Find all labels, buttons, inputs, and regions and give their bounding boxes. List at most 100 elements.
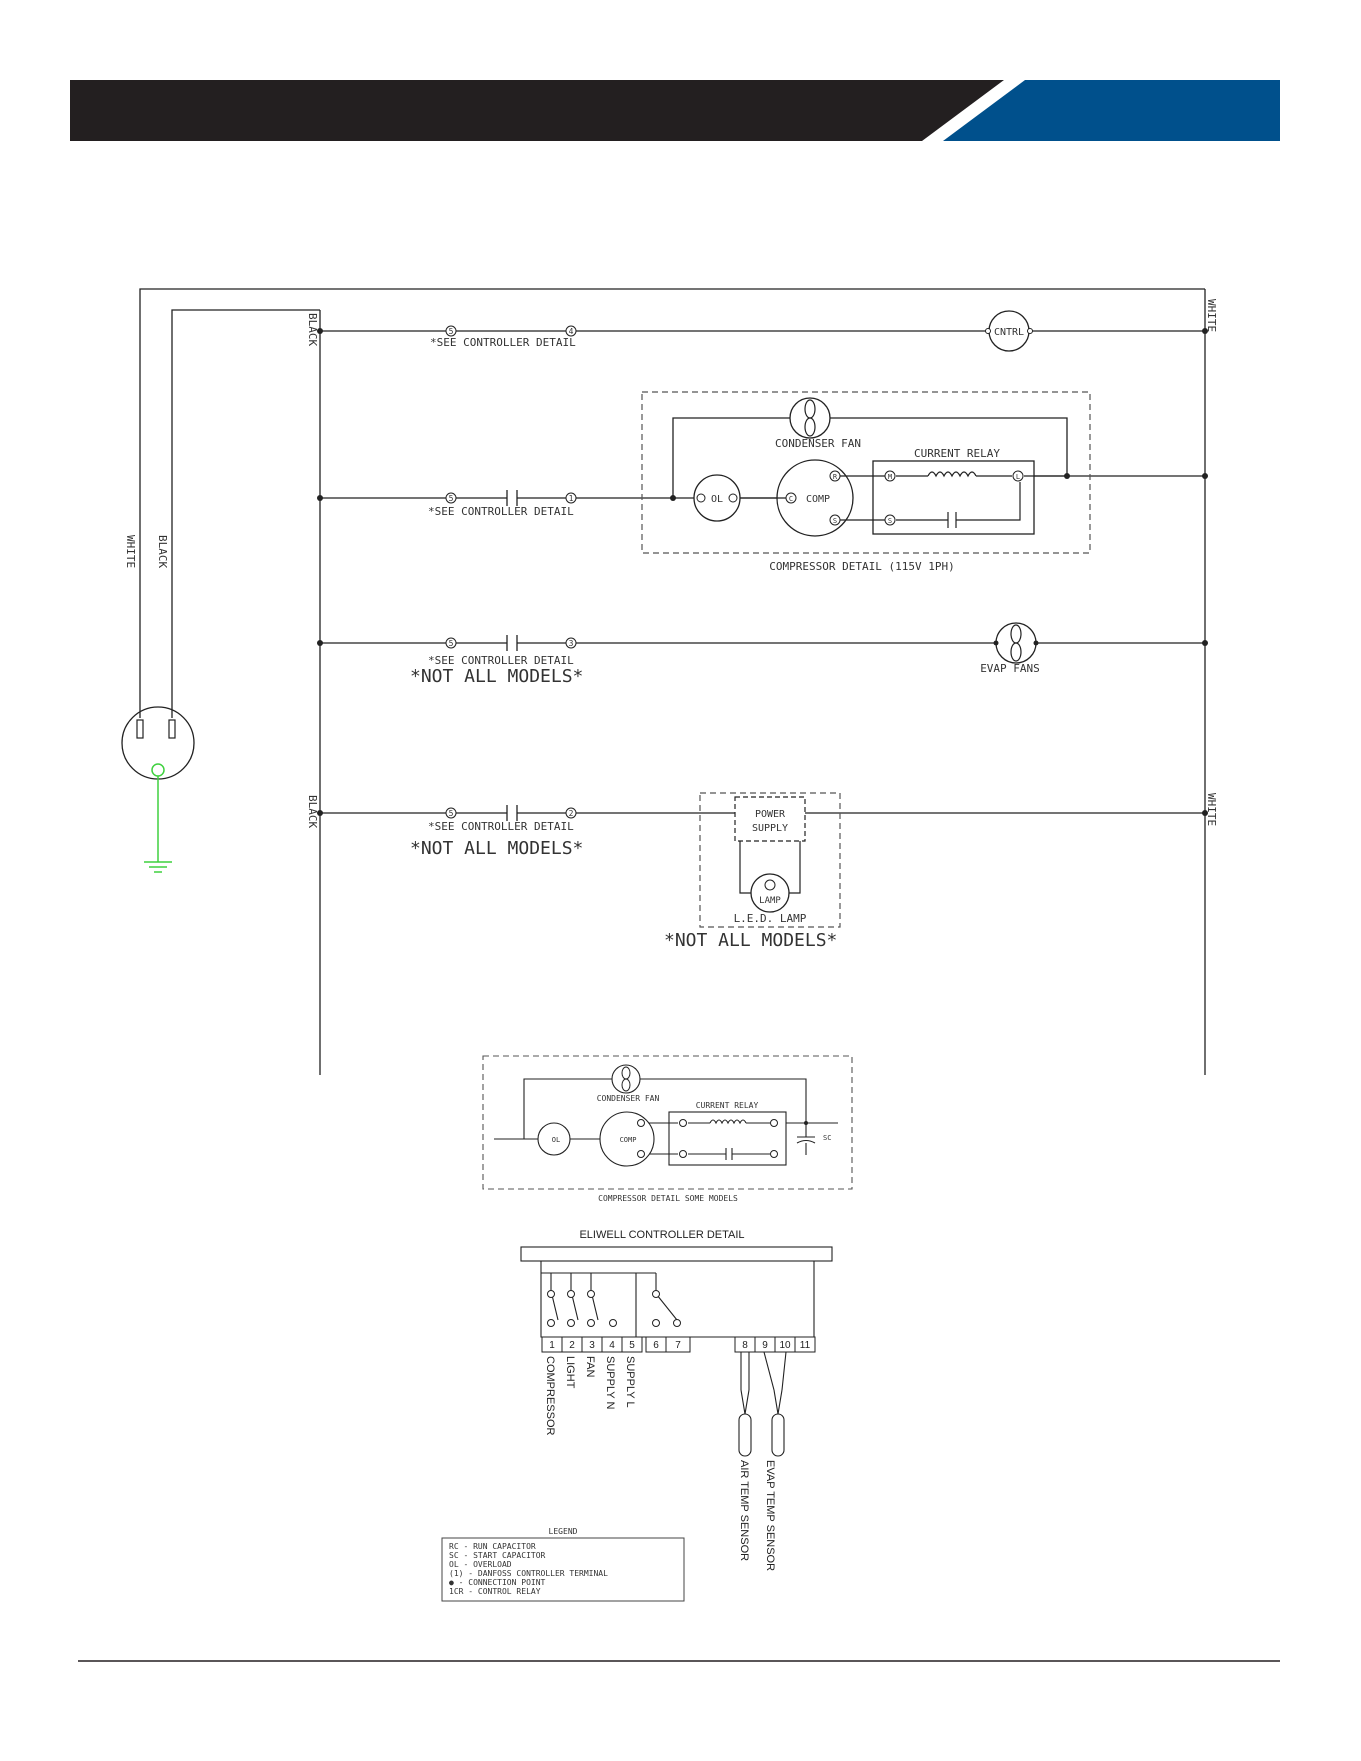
plug-blade-left <box>136 719 144 739</box>
see-detail-r4: *SEE CONTROLLER DETAIL <box>428 820 574 833</box>
svg-text:R: R <box>833 473 838 481</box>
relay-coil <box>927 471 977 478</box>
svg-text:M: M <box>888 473 892 481</box>
legend-item-rc: RC - RUN CAPACITOR <box>449 1542 536 1551</box>
terminal-markers: 5 4 5 1 5 3 5 2 <box>445 325 577 819</box>
terminal-strip-left <box>541 1336 691 1353</box>
lamp-label: LAMP <box>759 896 781 906</box>
label-compressor: COMPRESSOR <box>544 1356 556 1436</box>
compressor-dashed-box <box>641 391 1091 554</box>
controller-detail: ELIWELL CONTROLLER DETAIL <box>520 1229 833 1571</box>
condenser-fan-icon <box>789 397 831 439</box>
black-label-bottom: BLACK <box>306 795 319 828</box>
terminal-2: 2 <box>569 1340 575 1351</box>
alt-current-relay-label: CURRENT RELAY <box>696 1101 759 1110</box>
svg-text:5: 5 <box>449 809 454 818</box>
svg-text:5: 5 <box>449 639 454 648</box>
contact-r4 <box>506 805 518 821</box>
svg-text:2: 2 <box>569 809 574 818</box>
led-dashed-box <box>699 792 841 928</box>
white-label-cord: WHITE <box>124 535 137 568</box>
overload-icon: OL <box>693 474 741 522</box>
svg-text:S: S <box>833 517 837 525</box>
see-detail-r2: *SEE CONTROLLER DETAIL <box>428 505 574 518</box>
current-relay-label: CURRENT RELAY <box>914 447 1000 460</box>
svg-text:4: 4 <box>569 327 574 336</box>
power-supply-label-2: SUPPLY <box>752 823 788 834</box>
svg-text:C: C <box>789 495 793 503</box>
contact-symbols <box>506 490 518 821</box>
legend-item-connection: ● - CONNECTION POINT <box>449 1578 546 1587</box>
header-blue-band <box>943 80 1280 141</box>
plug-outline <box>121 706 195 780</box>
junction-dots <box>317 328 1208 816</box>
terminal-r1-b: 4 <box>565 325 577 337</box>
see-detail-r3: *SEE CONTROLLER DETAIL <box>428 654 574 667</box>
white-cord-wire <box>139 288 1205 718</box>
evap-temp-sensor-icon <box>771 1413 785 1457</box>
compressor-detail: CONDENSER FAN OL C R S COMP CURRENT RELA… <box>641 391 1091 573</box>
svg-text:L: L <box>1016 473 1020 481</box>
plug-blade-right <box>168 719 176 739</box>
not-all-models-r3: *NOT ALL MODELS* <box>410 666 583 687</box>
compressor-detail-caption: COMPRESSOR DETAIL (115V 1PH) <box>769 560 954 573</box>
legend-title: LEGEND <box>549 1527 578 1536</box>
alt-sc-label: SC <box>823 1134 831 1142</box>
evap-fans-icon <box>993 622 1039 664</box>
terminal-4: 4 <box>609 1340 615 1351</box>
cond-fan-wire-right <box>830 417 1068 476</box>
condenser-fan-label: CONDENSER FAN <box>775 437 861 450</box>
black-label-cord: BLACK <box>156 535 169 568</box>
alt-ol-label: OL <box>552 1136 560 1144</box>
svg-text:5: 5 <box>449 327 454 336</box>
header-banner <box>70 80 1280 141</box>
terminal-11: 11 <box>800 1340 811 1351</box>
terminal-8: 8 <box>742 1340 748 1351</box>
air-temp-sensor-icon <box>738 1413 752 1457</box>
cntrl-label: CNTRL <box>994 327 1024 338</box>
terminal-r1-a: 5 <box>445 325 457 337</box>
current-relay-box <box>872 460 1035 535</box>
wire-labels: BLACK WHITE WHITE BLACK BLACK WHITE <box>124 299 1218 828</box>
evap-temp-sensor-label: EVAP TEMP SENSOR <box>764 1460 776 1571</box>
led-lamp-detail: POWER SUPPLY LAMP L.E.D. LAMP <box>699 792 841 928</box>
see-detail-r1: *SEE CONTROLLER DETAIL <box>430 336 576 349</box>
alt-compressor-detail: CURRENT RELAY CONDENSER FAN OL COMP SC C… <box>482 1055 853 1203</box>
terminal-1: 1 <box>549 1340 555 1351</box>
evap-fans-label: EVAP FANS <box>980 662 1040 675</box>
power-supply-label-1: POWER <box>755 809 786 820</box>
terminal-10: 10 <box>779 1340 791 1351</box>
ground-pin <box>151 763 165 777</box>
white-label-bottom: WHITE <box>1205 793 1218 826</box>
led-lamp-label: L.E.D. LAMP <box>734 912 807 925</box>
cond-fan-wire-left <box>672 417 790 498</box>
alt-compressor-caption: COMPRESSOR DETAIL SOME MODELS <box>598 1194 738 1203</box>
terminal-r2-b: 1 <box>565 492 577 504</box>
cntrl-component: CNTRL <box>985 310 1033 352</box>
legend-item-terminal: (1) - DANFOSS CONTROLLER TERMINAL <box>449 1569 608 1578</box>
alt-current-relay-box <box>668 1111 787 1166</box>
not-all-models-lamp: *NOT ALL MODELS* <box>664 930 837 951</box>
svg-text:3: 3 <box>569 639 574 648</box>
schematic <box>139 288 1206 1075</box>
terminal-strip-right <box>734 1336 816 1353</box>
lamp-icon <box>750 873 790 913</box>
legend: LEGEND RC - RUN CAPACITOR SC - START CAP… <box>441 1527 685 1602</box>
terminal-9: 9 <box>762 1340 768 1351</box>
controller-header-bar <box>520 1246 833 1262</box>
black-cord-wire <box>171 309 320 718</box>
alt-overload-icon <box>537 1122 571 1156</box>
terminal-r2-a: 5 <box>445 492 457 504</box>
terminal-r4-a: 5 <box>445 807 457 819</box>
alt-condenser-fan-label: CONDENSER FAN <box>597 1094 660 1103</box>
svg-text:5: 5 <box>449 494 454 503</box>
terminal-3: 3 <box>589 1340 595 1351</box>
terminal-r3-a: 5 <box>445 637 457 649</box>
controller-title: ELIWELL CONTROLLER DETAIL <box>579 1229 744 1241</box>
header-dark-band <box>70 80 1004 141</box>
not-all-models-r4: *NOT ALL MODELS* <box>410 838 583 859</box>
alt-comp-label: COMP <box>620 1136 637 1144</box>
legend-item-cr: 1CR - CONTROL RELAY <box>449 1587 541 1596</box>
label-light: LIGHT <box>564 1356 576 1389</box>
